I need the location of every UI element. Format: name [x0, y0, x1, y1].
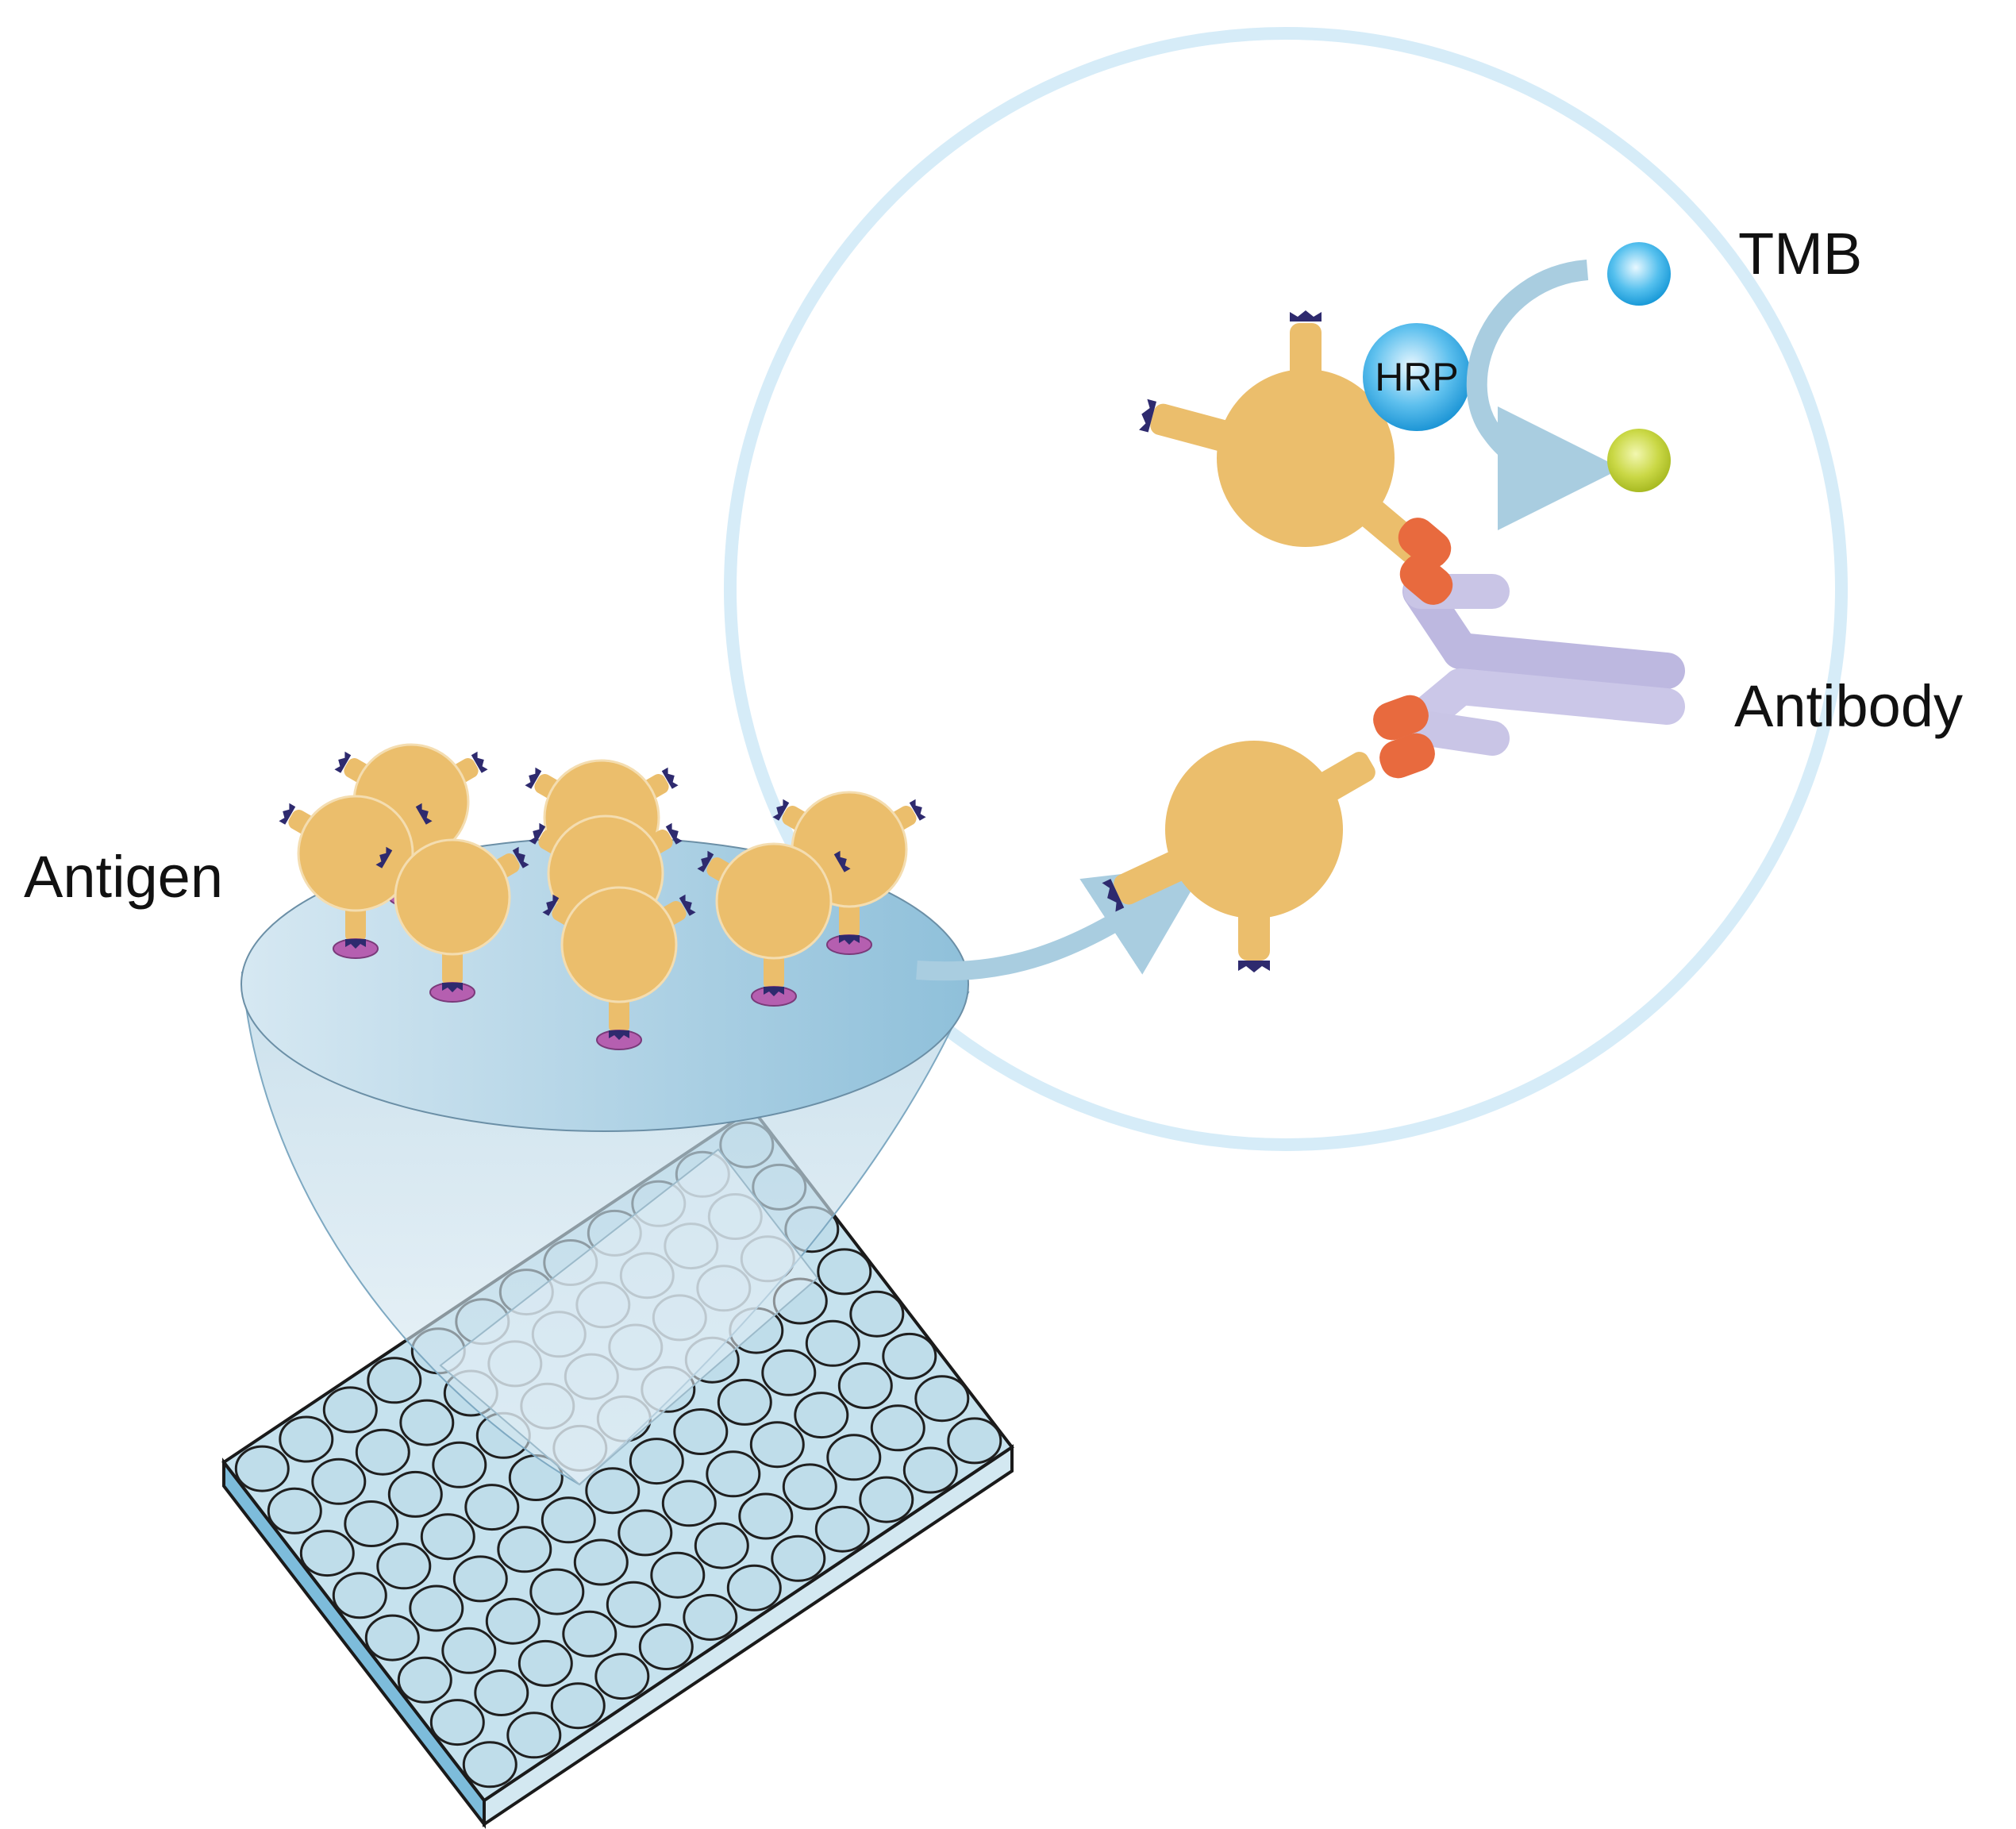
plate-well: [761, 1349, 817, 1396]
plate-well: [364, 1614, 420, 1662]
plate-well: [629, 1438, 684, 1485]
zoom-arrow: [916, 864, 1207, 981]
plate-well: [638, 1623, 694, 1670]
plate-well: [683, 1593, 738, 1641]
plate-well: [859, 1476, 914, 1523]
plate-well: [738, 1492, 794, 1540]
plate-well: [902, 1446, 958, 1494]
plate-well: [397, 1656, 452, 1704]
reaction-arrow: [1466, 260, 1622, 530]
plate-well: [485, 1597, 541, 1645]
colored-product: [1607, 429, 1671, 492]
plate-well: [573, 1538, 629, 1586]
plate-well: [399, 1399, 455, 1446]
plate-well: [706, 1450, 761, 1498]
plate-well: [355, 1428, 410, 1476]
plate-well: [650, 1551, 706, 1599]
plate-well: [322, 1386, 378, 1434]
plate-well: [517, 1639, 573, 1687]
plate-well: [452, 1555, 508, 1603]
plate-well: [826, 1434, 882, 1481]
plate-well: [870, 1404, 925, 1452]
zoom-antigen-top: [1139, 310, 1428, 564]
plate-well: [429, 1699, 485, 1746]
plate-well: [376, 1542, 432, 1590]
antibody-label: Antibody: [1734, 673, 1963, 739]
tmb-label: TMB: [1738, 221, 1862, 287]
plate-well: [947, 1417, 1002, 1465]
plate-well: [782, 1463, 837, 1511]
plate-well: [529, 1568, 585, 1615]
plate-well: [817, 1248, 872, 1296]
plate-well: [914, 1375, 970, 1423]
plate-well: [606, 1581, 661, 1628]
plate-well: [441, 1627, 497, 1674]
plate-well: [409, 1584, 464, 1632]
plate-well: [805, 1319, 860, 1367]
plate-well: [420, 1513, 475, 1561]
plate-well: [594, 1653, 650, 1700]
tmb-substrate: [1607, 242, 1671, 306]
plate-well: [432, 1441, 487, 1488]
plate-well: [617, 1509, 673, 1557]
plate-well: [344, 1500, 399, 1547]
plate-well: [837, 1362, 893, 1409]
antigen-label: Antigen: [24, 844, 223, 910]
plate-well: [585, 1467, 641, 1515]
antibody: [1373, 518, 1685, 779]
plate-well: [506, 1712, 562, 1759]
plate-well: [367, 1357, 422, 1404]
plate-well: [814, 1505, 870, 1553]
plate-well: [311, 1457, 367, 1505]
plate-well: [387, 1470, 443, 1518]
magnifier-ring: [724, 27, 1848, 1151]
plate-well: [694, 1522, 749, 1569]
hrp-enzyme: [1363, 323, 1471, 431]
plate-well: [541, 1496, 596, 1544]
plate-well: [562, 1610, 617, 1658]
plate-well: [279, 1415, 334, 1463]
plate-well: [794, 1392, 849, 1439]
plate-well: [673, 1408, 729, 1455]
plate-well: [267, 1487, 322, 1534]
plate-well: [550, 1682, 606, 1730]
plate-well: [464, 1484, 520, 1531]
plate-well: [497, 1526, 552, 1573]
plate-well: [234, 1445, 290, 1492]
plate-well: [849, 1290, 905, 1338]
hrp-label: HRP: [1375, 355, 1459, 399]
plate-well: [749, 1421, 805, 1469]
plate-well: [661, 1480, 717, 1527]
plate-well: [474, 1669, 529, 1716]
plate-well: [771, 1534, 826, 1582]
plate-well: [726, 1564, 782, 1611]
plate-well: [882, 1332, 937, 1380]
plate-well: [332, 1572, 387, 1619]
zoom-antigen-bottom: [1102, 741, 1375, 972]
plate-well: [717, 1378, 772, 1426]
plate-well: [462, 1741, 517, 1789]
plate-well: [299, 1530, 355, 1577]
